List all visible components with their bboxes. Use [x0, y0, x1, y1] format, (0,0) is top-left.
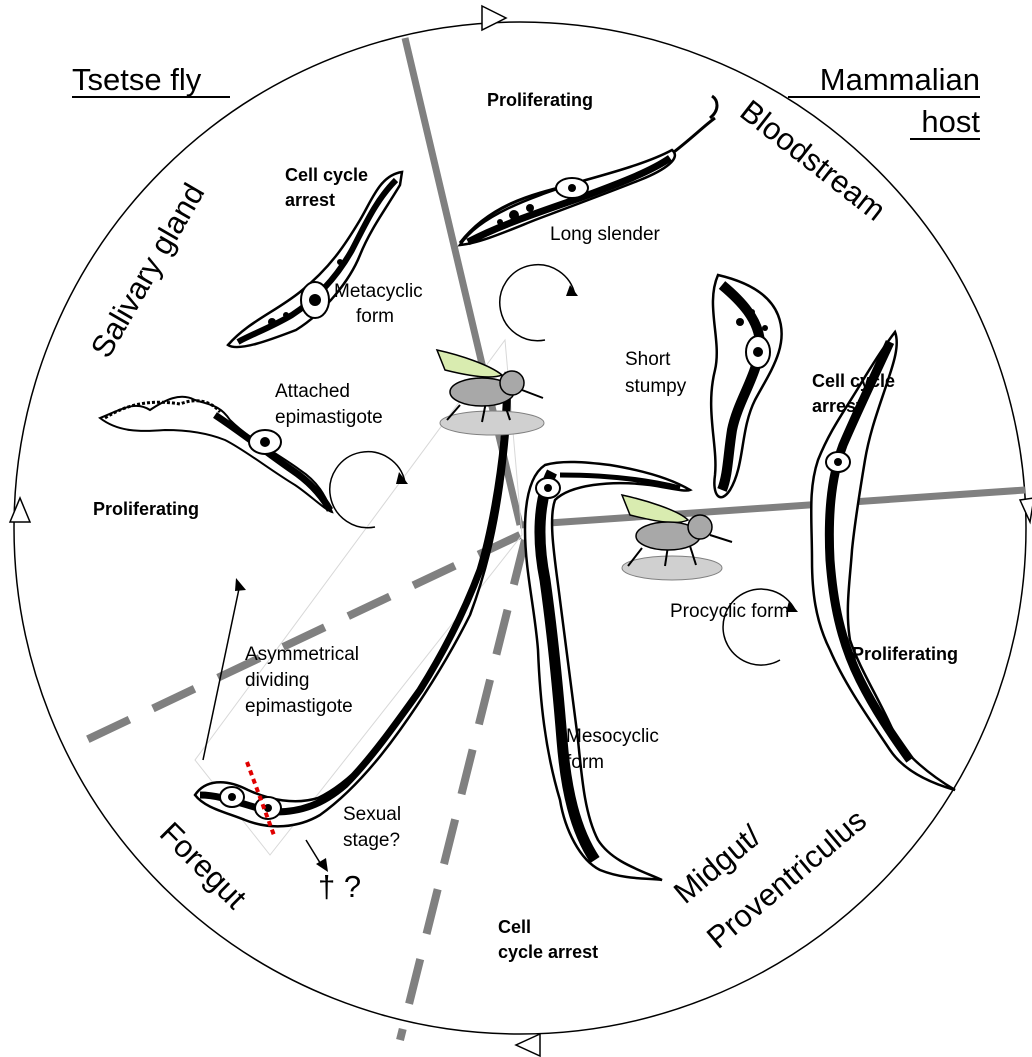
- state-proliferating-bloodstream: Proliferating: [487, 90, 593, 110]
- label-stumpy: stumpy: [625, 376, 687, 397]
- arrowhead-bottom: [516, 1034, 540, 1056]
- state-proliferating-salivary: Proliferating: [93, 499, 199, 519]
- cycle-arrow-long-slender: [500, 265, 578, 341]
- label-epimastigote: epimastigote: [275, 407, 383, 428]
- label-short: Short: [625, 349, 671, 370]
- trypanosome-short-stumpy: [711, 275, 782, 497]
- arrow-to-death: [306, 840, 328, 872]
- state-cycle-arrest-meso: cycle arrest: [498, 942, 598, 962]
- state-cell-meso: Cell: [498, 917, 531, 937]
- label-dividing-epimastigote: epimastigote: [245, 696, 353, 717]
- tsetse-fly-icon-right: [622, 495, 732, 580]
- label-sexual: Sexual: [343, 804, 401, 825]
- label-attached: Attached: [275, 381, 350, 402]
- divider-right: [520, 490, 1025, 525]
- label-mesocyclic-form: form: [566, 752, 604, 773]
- cycle-circle: [14, 22, 1026, 1034]
- label-mesocyclic: Mesocyclic: [566, 726, 659, 747]
- arrowhead-top: [482, 6, 506, 30]
- region-salivary-gland: Salivary gland: [84, 177, 212, 363]
- tsetse-fly-icon-top: [437, 350, 544, 435]
- label-metacyclic-form: form: [356, 306, 394, 327]
- label-long-slender: Long slender: [550, 224, 661, 245]
- state-cell-cycle-arrest-metacyclic: Cell cycle: [285, 165, 368, 185]
- heading-tsetse-fly: Tsetse fly: [72, 62, 202, 97]
- state-arrest-metacyclic: arrest: [285, 190, 335, 210]
- label-procyclic-form: Procyclic form: [670, 601, 789, 622]
- label-death-question: † ?: [318, 869, 361, 904]
- state-proliferating-procyclic: Proliferating: [852, 644, 958, 664]
- heading-mammalian: Mammalian: [820, 62, 980, 97]
- label-stage-question: stage?: [343, 830, 400, 851]
- label-asymmetrical: Asymmetrical: [245, 644, 359, 665]
- state-arrest-stumpy: arrest: [812, 396, 862, 416]
- heading-host: host: [921, 104, 980, 139]
- label-metacyclic: Metacyclic: [334, 281, 423, 302]
- arrowhead-left: [10, 498, 30, 522]
- cycle-arrow-attached: [330, 452, 408, 528]
- trypanosome-long-slender: [460, 96, 717, 245]
- label-dividing: dividing: [245, 670, 309, 691]
- region-foregut: Foregut: [153, 815, 254, 916]
- state-cell-cycle-arrest-stumpy: Cell cycle: [812, 371, 895, 391]
